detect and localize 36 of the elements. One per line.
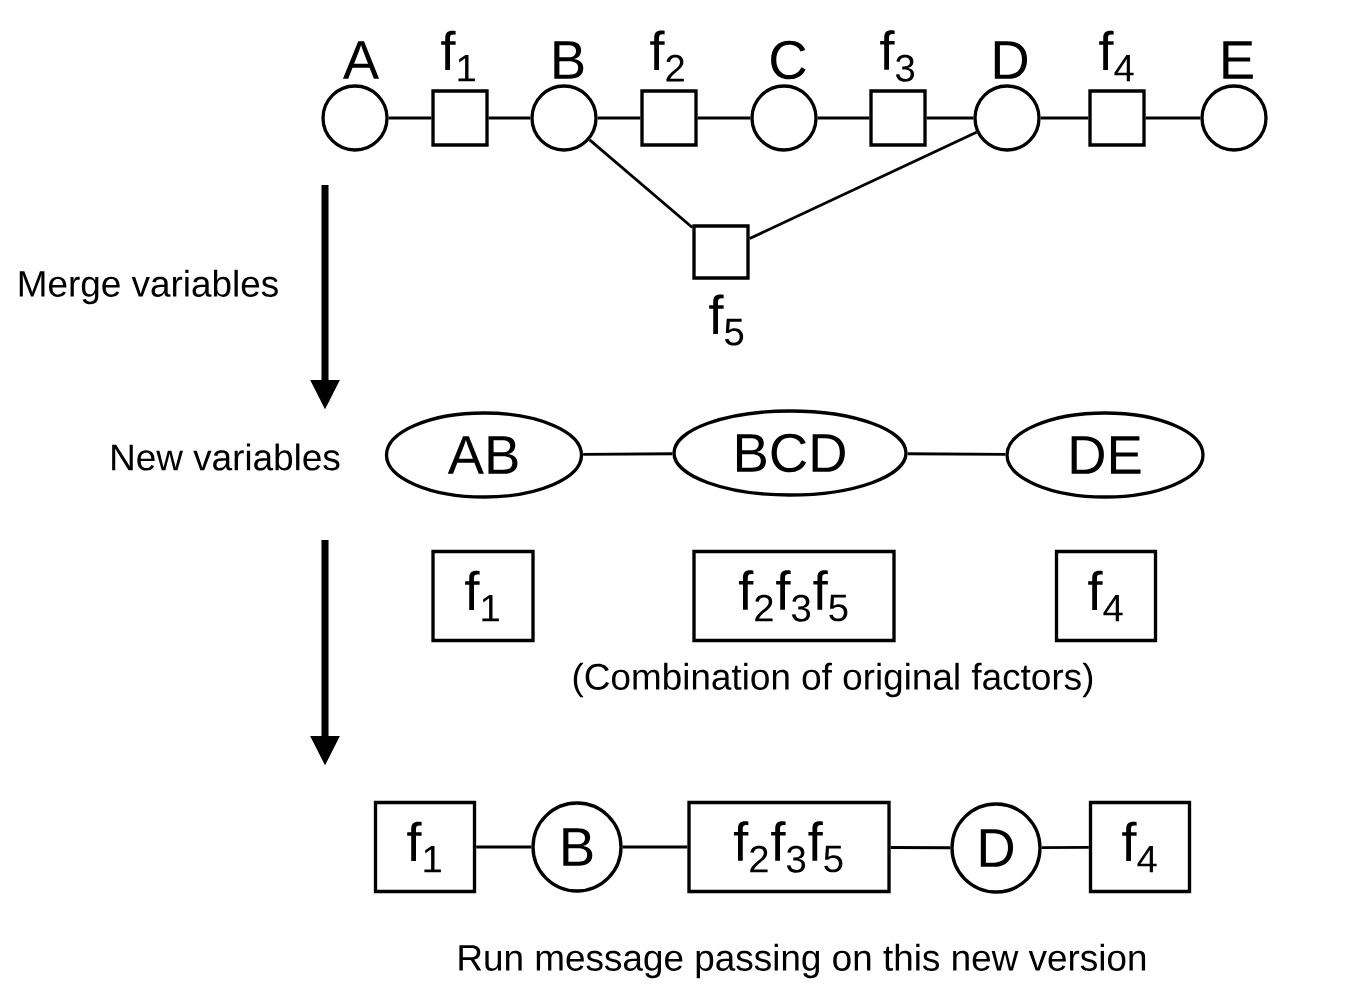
- text-label: Run message passing on this new version: [459, 943, 1146, 979]
- connector-line: [1145, 116, 1201, 120]
- factor-label: f$_{4}$: [1099, 30, 1134, 82]
- factor-box: f$_{4}$: [1054, 549, 1158, 643]
- factor-label: f$_{2}$: [650, 30, 684, 82]
- factor-label: f$_{3}$: [880, 30, 915, 82]
- connector-line: [622, 845, 688, 849]
- connector-line: [907, 452, 1006, 456]
- factor-box: f$_{4}$: [1088, 800, 1192, 894]
- variable-label: C: [771, 40, 806, 80]
- factor-box: f$_{2}$f$_{3}$f$_{5}$: [687, 800, 891, 894]
- connector-line: [890, 846, 951, 850]
- connector-line: [588, 138, 694, 229]
- factor-label: f$_{1}$: [441, 30, 475, 82]
- connector-line: [597, 116, 641, 120]
- connector-line: [488, 116, 531, 120]
- connector-line: [926, 116, 974, 120]
- factor-label: f$_{5}$: [709, 294, 744, 346]
- connector-line: [817, 116, 870, 120]
- variable-label: A: [342, 41, 380, 79]
- text-label: Merge variables: [19, 269, 278, 305]
- factor-box: f$_{2}$f$_{3}$f$_{5}$: [692, 549, 896, 643]
- factor-box: f$_{1}$: [431, 549, 535, 643]
- text-label: New variables: [112, 443, 340, 471]
- connector-line: [1041, 845, 1089, 850]
- connector-line: [388, 116, 432, 120]
- variable-label: B: [554, 41, 584, 79]
- connector-line: [749, 131, 978, 240]
- text-label: (Combination of original factors): [573, 662, 1093, 698]
- factor-box: f$_{1}$: [373, 800, 477, 894]
- connector-line: [583, 452, 673, 456]
- connector-line: [1040, 116, 1089, 120]
- variable-label: D: [994, 41, 1028, 79]
- variable-label: E: [1223, 41, 1253, 79]
- connector-line: [476, 845, 532, 849]
- connector-line: [697, 116, 751, 120]
